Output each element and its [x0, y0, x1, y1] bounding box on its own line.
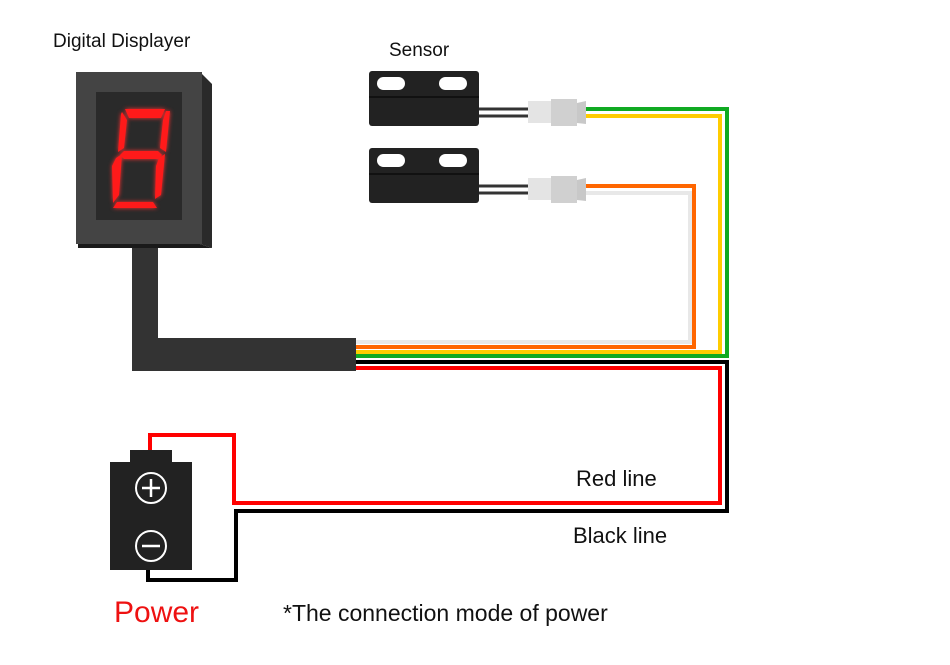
seven-segment-digit [112, 109, 170, 208]
black-line-label: Black line [573, 523, 668, 548]
wire-green [356, 107, 729, 358]
battery-terminal [130, 450, 172, 463]
mounting-hole [439, 154, 467, 167]
segment-b [160, 111, 170, 152]
sensor-1 [369, 71, 586, 126]
battery [110, 450, 192, 570]
mounting-hole [439, 77, 467, 90]
segment-f [118, 112, 127, 152]
connector-plug [528, 178, 551, 200]
digital-displayer-title: Digital Displayer [53, 31, 191, 52]
segment-c [155, 154, 165, 199]
connector-tip [577, 101, 586, 124]
connection-note: *The connection mode of power [283, 600, 608, 626]
connector-socket [551, 176, 577, 203]
wire-white [356, 191, 692, 344]
battery-body [110, 462, 192, 570]
connector-plug [528, 101, 551, 123]
wire-black [146, 360, 729, 582]
digital-displayer [76, 72, 356, 371]
connector-tip [577, 178, 586, 201]
sensor-title: Sensor [389, 40, 450, 61]
mounting-hole [377, 154, 405, 167]
displayer-bottom [78, 244, 212, 248]
wire-yellow [356, 114, 722, 354]
wire-orange [356, 184, 696, 349]
connector-socket [551, 99, 577, 126]
negative-terminal-icon [135, 530, 167, 562]
power-label: Power [114, 596, 200, 629]
segment-g [120, 151, 162, 159]
segment-d [113, 202, 157, 208]
red-line-label: Red line [576, 466, 657, 491]
displayer-cable-horizontal [132, 338, 356, 371]
wire-red [148, 366, 722, 505]
displayer-side [200, 72, 212, 248]
mounting-hole [377, 77, 405, 90]
wires [146, 107, 729, 582]
segment-e [112, 154, 122, 203]
segment-a [125, 109, 165, 118]
positive-terminal-icon [135, 472, 167, 504]
sensor-2 [369, 148, 586, 203]
